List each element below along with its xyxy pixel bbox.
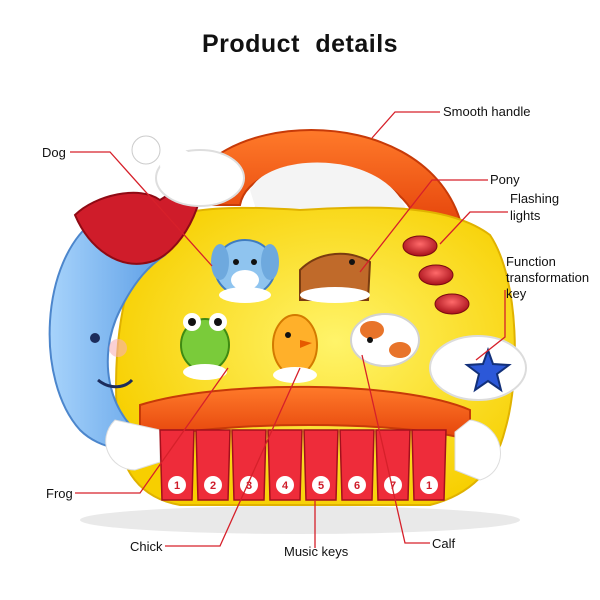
piano-key-number-badge [240,476,258,494]
label-music-keys: Music keys [284,544,349,559]
piano-key-number-badge [420,476,438,494]
label-chick: Chick [130,539,163,554]
label-frog: Frog [46,486,73,501]
label-flashing-lights-line1: Flashing [510,191,560,206]
piano-key[interactable]: 3 [231,429,267,501]
nightcap-graphic [73,135,245,265]
calf-button-graphic [350,313,420,367]
piano-key-number: 4 [282,480,289,492]
piano-key[interactable]: 6 [339,429,375,501]
flashing-lights-graphic [402,235,470,315]
piano-key-number-badge [384,476,402,494]
label-pony: Pony [490,172,520,187]
piano-key[interactable]: 4 [267,429,303,501]
piano-key-number: 6 [354,480,360,492]
piano-key-number-badge [204,476,222,494]
piano-key[interactable]: 1 [411,429,447,501]
piano-key-number-badge [168,476,186,494]
star-function-key-graphic [429,335,527,401]
piano-key-number: 1 [426,480,432,492]
dog-button-graphic [211,239,279,303]
music-keys: 1 2 3 4 5 6 7 1 [159,429,447,501]
piano-key-number: 1 [174,480,180,492]
piano-key-number: 3 [246,480,252,492]
label-function-key-line1: Function [506,254,556,269]
label-dog: Dog [42,145,66,160]
chick-button-graphic [272,314,318,383]
piano-key[interactable]: 1 [159,429,195,501]
piano-key[interactable]: 7 [375,429,411,501]
frog-button-graphic [180,313,230,380]
piano-key-number-badge [276,476,294,494]
leader-lines [70,111,508,548]
piano-key[interactable]: 2 [195,429,231,501]
piano-key-number: 5 [318,480,324,492]
piano-key[interactable]: 5 [303,429,339,501]
piano-key-number: 7 [390,480,396,492]
piano-key-number-badge [312,476,330,494]
label-function-key-line2: transformation [506,270,590,285]
pony-button-graphic [299,252,372,303]
piano-key-number: 2 [210,480,216,492]
label-calf: Calf [432,536,456,551]
piano-key-number-badge [348,476,366,494]
base-shadow [80,506,520,534]
label-flashing-lights-line2: lights [510,208,541,223]
page-title: Product details [201,30,399,58]
label-function-key-line3: key [506,286,527,301]
label-smooth-handle: Smooth handle [443,104,531,119]
